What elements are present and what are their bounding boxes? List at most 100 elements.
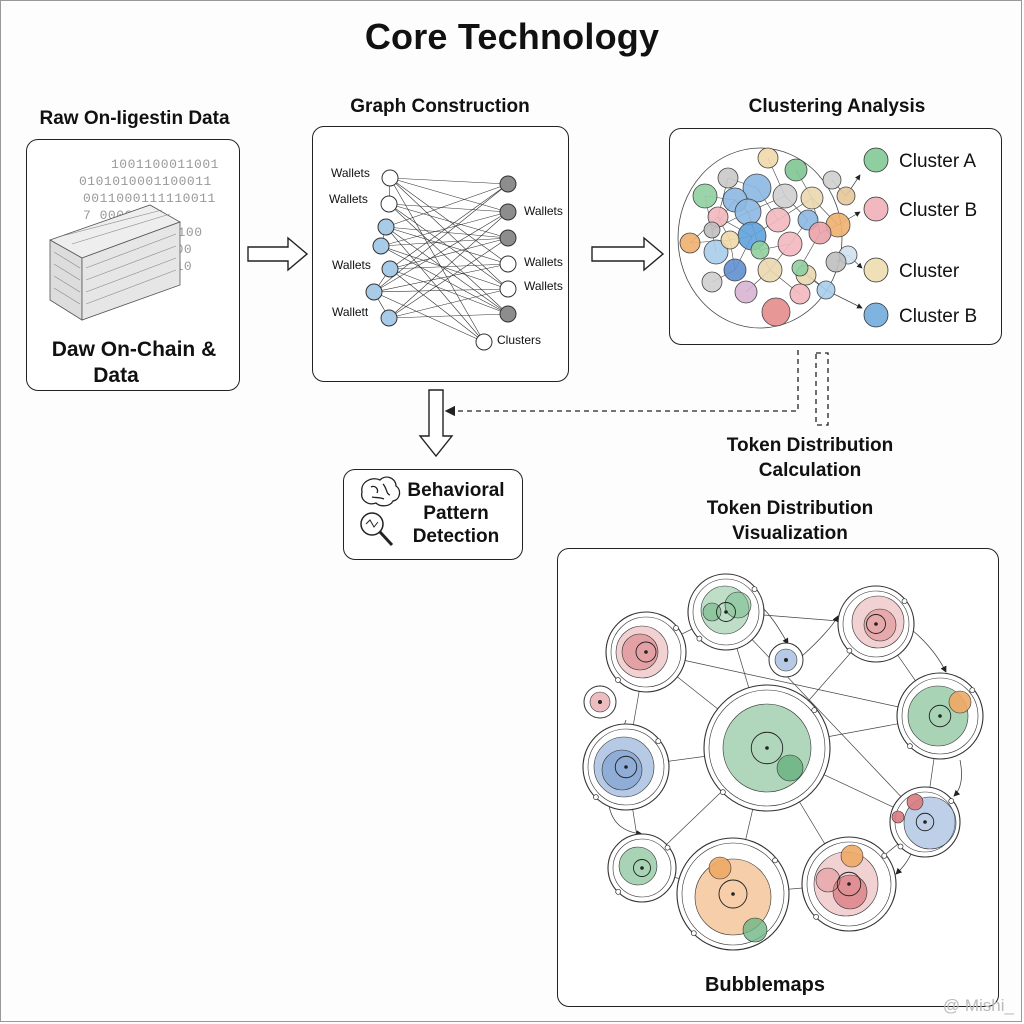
legend-label-cluster-b: Cluster B: [899, 200, 977, 221]
cluster-node: [808, 221, 832, 245]
bubble-cluster: [694, 858, 772, 936]
bubble-hub-ring: [901, 677, 979, 755]
cluster-node: [757, 257, 783, 283]
magnifier-icon: [360, 512, 394, 547]
binary-line: 0101010001100011: [79, 174, 212, 189]
cluster-node: [777, 231, 803, 257]
wallet-node: [365, 283, 383, 301]
graph-edge: [388, 211, 509, 319]
bubble-cluster: [742, 917, 768, 943]
graph-edge: [388, 203, 509, 239]
cluster-node: [734, 280, 758, 304]
legend-swatch-cluster-b: [863, 196, 889, 222]
bubble-core: [633, 859, 651, 877]
graph-edge: [389, 268, 485, 343]
bubble-hub-ring: [692, 578, 760, 646]
bubble-port: [897, 843, 904, 850]
page-title: Core Technology: [364, 16, 660, 57]
cluster-label: Clusters: [497, 333, 541, 347]
bubble-center: [847, 882, 851, 886]
graph-edge: [380, 237, 509, 247]
bubble-hub-ring: [610, 616, 682, 688]
wallet-node: [499, 305, 517, 323]
token-vis-line2: Visualization: [732, 523, 848, 544]
bubble-hub-ring: [708, 689, 826, 807]
bubble-cluster: [832, 874, 868, 910]
cluster-node: [822, 170, 842, 190]
legend-label-cluster-a: Cluster A: [899, 151, 976, 172]
graph-edge: [373, 291, 485, 343]
graph-edge: [385, 226, 509, 265]
bubble-port: [813, 914, 819, 920]
cluster-legend: Cluster A Cluster B Cluster Cluster B: [863, 147, 977, 328]
cluster-network: [677, 147, 863, 329]
bubble-center: [731, 892, 735, 896]
bubble-center: [644, 650, 648, 654]
bubble-port: [772, 857, 778, 864]
bubble-cluster: [776, 754, 804, 782]
bubble-cluster: [618, 846, 658, 886]
bubble-cluster: [891, 810, 905, 824]
cluster-node: [692, 183, 718, 209]
wallet-node: [499, 255, 517, 273]
arrow-graph-to-behavioral: [418, 389, 454, 458]
wallet-node: [499, 203, 517, 221]
token-vis-line1: Token Distribution: [706, 498, 874, 519]
arrow-graph-to-clustering: [591, 236, 665, 272]
graph-edge: [388, 203, 509, 213]
token-calc-line1: Token Distribution: [726, 435, 894, 456]
cluster-node: [720, 230, 740, 250]
clustering-heading: Clustering Analysis: [748, 96, 926, 117]
cluster-node: [765, 207, 791, 233]
legend-swatch-cluster-a: [863, 147, 889, 173]
bubble-port: [901, 598, 908, 605]
wallet-node: [372, 237, 390, 255]
graph-edge: [380, 245, 509, 290]
bubble-cluster: [948, 690, 972, 714]
bubble-center: [923, 820, 927, 824]
bubble-cluster: [906, 793, 924, 811]
cluster-node: [723, 258, 747, 282]
cluster-boundary: [677, 147, 843, 329]
wallet-label: Wallets: [524, 204, 563, 218]
cluster-node: [703, 239, 729, 265]
raw-data-heading: Raw On-Iigestin Data: [39, 108, 230, 129]
wallet-node: [380, 309, 398, 327]
raw-data-caption-line2: Data: [93, 364, 139, 387]
bubble-port: [690, 930, 697, 937]
bubble-port: [593, 794, 599, 800]
bubble-link: [645, 651, 941, 717]
bubble-cluster: [621, 633, 659, 671]
behavioral-line1: Behavioral: [407, 480, 505, 501]
bubble-port: [907, 743, 913, 749]
legend-swatch-cluster: [863, 257, 889, 283]
bubble-hub-ring: [612, 838, 672, 898]
legend-label-cluster: Cluster: [899, 261, 960, 282]
bubble-center: [640, 866, 644, 870]
legend-swatch-cluster-b-2: [863, 302, 889, 328]
raw-data-caption: Daw On-Chain & Data: [27, 337, 241, 389]
bubble-hub-ring: [842, 590, 910, 658]
binary-line: 1001100011001: [111, 157, 219, 172]
bubble-arrow: [895, 851, 913, 875]
bubble-core: [718, 879, 748, 909]
wallet-label: Wallets: [332, 258, 371, 272]
bubble-cluster: [601, 749, 643, 791]
token-calc-label: Token Distribution Calculation: [700, 433, 920, 483]
bubble-port: [969, 687, 976, 694]
wallet-node: [377, 218, 395, 236]
graph-edge: [388, 203, 509, 290]
bubble-hub-ring: [681, 842, 785, 946]
graph-edge: [388, 203, 509, 315]
wallet-label: Wallets: [524, 279, 563, 293]
cluster-node: [789, 283, 811, 305]
cluster-node: [836, 186, 856, 206]
behavioral-line3: Detection: [412, 526, 500, 547]
cluster-node: [772, 183, 798, 209]
bubble-core: [716, 602, 736, 622]
bubble-port: [615, 677, 621, 683]
wallet-label: Wallets: [329, 192, 368, 206]
dashed-connector-token-calc: [815, 352, 829, 426]
wallet-node: [381, 169, 399, 187]
